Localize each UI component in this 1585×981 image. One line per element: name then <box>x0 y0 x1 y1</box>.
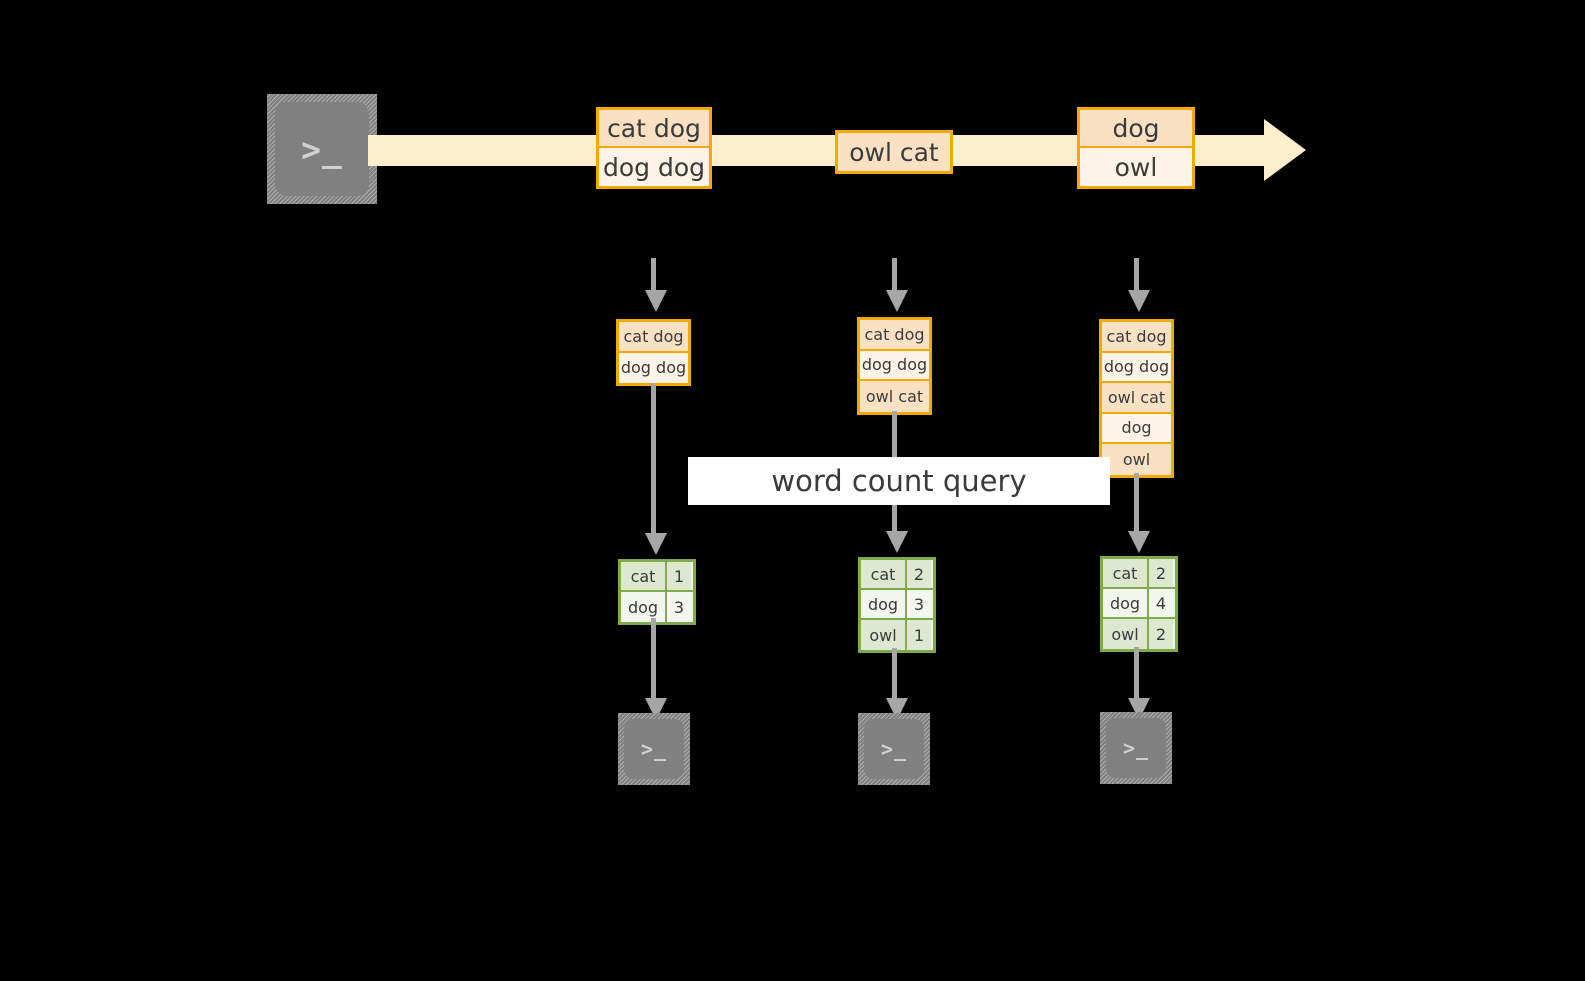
stream-record: owl <box>1080 148 1192 186</box>
trigger-1-dashed-arrowhead <box>645 290 667 312</box>
trigger-1-dashed-line <box>651 258 656 292</box>
result-row: dog 3 <box>861 590 933 620</box>
trigger-3-query-arrowhead <box>1128 531 1150 553</box>
accumulated-row: dog dog <box>619 352 688 383</box>
terminal-prompt-glyph: >_ <box>880 737 908 761</box>
trigger-2-accumulated-table: cat dog dog dog owl cat <box>857 317 932 415</box>
trigger-3-query-line <box>1134 473 1139 533</box>
stream-record: cat dog <box>599 110 709 148</box>
result-count: 3 <box>667 592 691 622</box>
result-row: cat 1 <box>621 562 693 592</box>
stream-record: owl cat <box>838 133 950 171</box>
trigger-2-dashed-arrowhead <box>886 290 908 312</box>
accumulated-row: cat dog <box>860 320 929 351</box>
result-word: owl <box>861 620 907 650</box>
terminal-body <box>275 102 369 196</box>
trigger-3-dashed-line <box>1134 258 1139 292</box>
stream-batch-2: owl cat <box>835 130 953 174</box>
trigger-2-result-table: cat 2 dog 3 owl 1 <box>858 557 936 653</box>
trigger-3-sink-line <box>1134 647 1139 700</box>
result-count: 2 <box>1149 619 1173 649</box>
result-count: 4 <box>1149 589 1173 617</box>
terminal-body <box>1106 718 1166 778</box>
terminal-body <box>624 719 684 779</box>
trigger-3-dashed-arrowhead <box>1128 290 1150 312</box>
accumulated-row: owl cat <box>860 381 929 412</box>
source-terminal-icon: >_ <box>267 94 377 204</box>
result-count: 2 <box>1149 559 1173 587</box>
stream-record: dog dog <box>599 148 709 186</box>
trigger-1-sink-line <box>651 618 656 700</box>
trigger-1-result-table: cat 1 dog 3 <box>618 559 696 625</box>
trigger-1-query-line <box>651 383 656 535</box>
result-row: dog 4 <box>1103 589 1175 619</box>
accumulated-row: dog <box>1102 413 1171 444</box>
result-count: 1 <box>907 620 931 650</box>
result-row: owl 1 <box>861 620 933 650</box>
terminal-prompt-glyph: >_ <box>640 737 668 761</box>
trigger-1-sink-terminal-icon: >_ <box>618 713 690 785</box>
result-word: cat <box>861 560 907 588</box>
terminal-prompt-glyph: >_ <box>1122 736 1150 760</box>
result-row: dog 3 <box>621 592 693 622</box>
result-word: cat <box>621 562 667 590</box>
stream-batch-1: cat dog dog dog <box>596 107 712 189</box>
terminal-prompt-glyph: >_ <box>301 129 343 169</box>
accumulated-row: owl <box>1102 444 1171 475</box>
result-word: cat <box>1103 559 1149 587</box>
accumulated-row: dog dog <box>860 350 929 381</box>
result-row: cat 2 <box>861 560 933 590</box>
result-row: cat 2 <box>1103 559 1175 589</box>
trigger-3-result-table: cat 2 dog 4 owl 2 <box>1100 556 1178 652</box>
word-count-query-label: word count query <box>688 457 1110 505</box>
trigger-1-accumulated-table: cat dog dog dog <box>616 319 691 386</box>
result-count: 2 <box>907 560 931 588</box>
trigger-2-dashed-line <box>892 258 897 292</box>
trigger-3-sink-terminal-icon: >_ <box>1100 712 1172 784</box>
trigger-3-accumulated-table: cat dog dog dog owl cat dog owl <box>1099 319 1174 478</box>
trigger-2-query-arrowhead <box>886 531 908 553</box>
result-count: 3 <box>907 590 931 618</box>
accumulated-row: owl cat <box>1102 383 1171 414</box>
terminal-body <box>864 719 924 779</box>
accumulated-row: cat dog <box>1102 322 1171 353</box>
result-count: 1 <box>667 562 691 590</box>
stream-record: dog <box>1080 110 1192 148</box>
result-word: dog <box>1103 589 1149 617</box>
result-word: dog <box>861 590 907 618</box>
trigger-2-sink-line <box>892 648 897 700</box>
accumulated-row: cat dog <box>619 322 688 353</box>
stream-batch-3: dog owl <box>1077 107 1195 189</box>
stream-arrow-head <box>1264 119 1306 181</box>
result-row: owl 2 <box>1103 619 1175 649</box>
result-word: dog <box>621 592 667 622</box>
result-word: owl <box>1103 619 1149 649</box>
trigger-1-query-arrowhead <box>645 533 667 555</box>
trigger-2-sink-terminal-icon: >_ <box>858 713 930 785</box>
accumulated-row: dog dog <box>1102 352 1171 383</box>
